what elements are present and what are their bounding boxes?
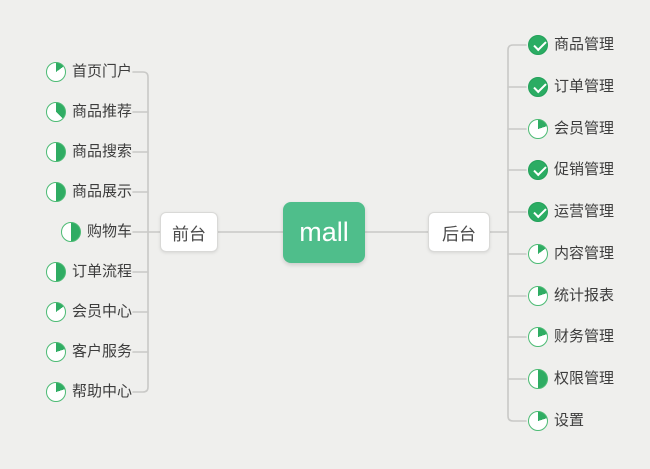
item-label: 设置 [554,412,585,429]
list-item[interactable]: 会员管理 [528,116,614,142]
progress-pie-icon [45,102,66,122]
list-item[interactable]: 运营管理 [528,199,614,225]
list-item[interactable]: 促销管理 [528,157,614,183]
check-icon [528,77,548,97]
branch-node-frontend[interactable]: 前台 [160,212,218,252]
progress-pie-icon [60,222,81,242]
item-label: 订单管理 [554,78,615,95]
progress-pie-icon [528,369,548,389]
item-label: 商品推荐 [71,103,132,120]
progress-pie-icon [45,342,66,362]
item-label: 会员中心 [71,303,132,320]
list-item[interactable]: 订单流程 [45,259,132,285]
list-item[interactable]: 会员中心 [45,299,132,325]
item-label: 商品展示 [71,183,132,200]
list-item[interactable]: 内容管理 [528,241,614,267]
item-label: 首页门户 [71,63,132,80]
item-label: 帮助中心 [71,383,132,400]
item-label: 内容管理 [554,245,615,262]
list-item[interactable]: 购物车 [60,219,132,245]
list-item[interactable]: 商品搜索 [45,139,132,165]
item-label: 购物车 [86,223,132,240]
list-item[interactable]: 订单管理 [528,74,614,100]
progress-pie-icon [45,182,66,202]
item-label: 统计报表 [554,287,615,304]
item-label: 促销管理 [554,161,615,178]
list-item[interactable]: 权限管理 [528,366,614,392]
root-node-mall[interactable]: mall [283,202,365,263]
progress-pie-icon [45,142,66,162]
check-icon [528,160,548,180]
list-item[interactable]: 商品展示 [45,179,132,205]
item-label: 财务管理 [554,328,615,345]
list-item[interactable]: 客户服务 [45,339,132,365]
check-icon [528,202,548,222]
item-label: 运营管理 [554,203,615,220]
progress-pie-icon [45,62,66,82]
branch-node-backend[interactable]: 后台 [428,212,490,252]
progress-pie-icon [45,262,66,282]
list-item[interactable]: 商品管理 [528,32,614,58]
progress-pie-icon [528,327,548,347]
progress-pie-icon [528,119,548,139]
progress-pie-icon [45,382,66,402]
item-label: 商品管理 [554,36,615,53]
item-label: 商品搜索 [71,143,132,160]
check-icon [528,35,548,55]
item-label: 会员管理 [554,120,615,137]
progress-pie-icon [45,302,66,322]
list-item[interactable]: 财务管理 [528,324,614,350]
item-label: 权限管理 [554,370,615,387]
list-item[interactable]: 首页门户 [45,59,132,85]
list-item[interactable]: 帮助中心 [45,379,132,405]
item-label: 客户服务 [71,343,132,360]
progress-pie-icon [528,411,548,431]
progress-pie-icon [528,286,548,306]
list-item[interactable]: 设置 [528,408,584,434]
list-item[interactable]: 统计报表 [528,283,614,309]
progress-pie-icon [528,244,548,264]
item-label: 订单流程 [71,263,132,280]
list-item[interactable]: 商品推荐 [45,99,132,125]
